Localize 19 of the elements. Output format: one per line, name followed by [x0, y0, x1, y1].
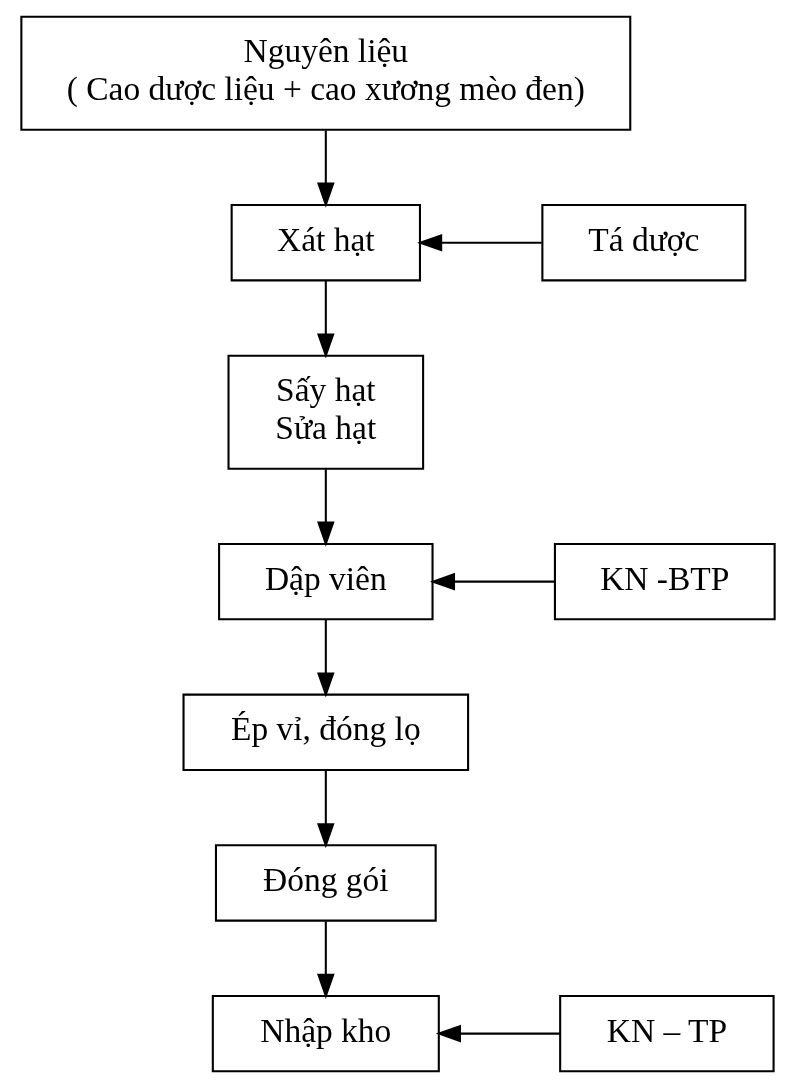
arrow — [429, 572, 554, 591]
arrow — [316, 469, 335, 547]
node-box: KN – TP — [558, 994, 775, 1073]
node-box: Đóng gói — [214, 844, 437, 922]
node-box: Xát hạt — [230, 204, 421, 282]
arrow — [316, 130, 335, 208]
node-box: KN -BTP — [553, 542, 776, 621]
arrow — [316, 280, 335, 359]
arrow — [416, 233, 542, 252]
node-box: Nhập kho — [211, 994, 440, 1073]
node-box: Dập viên — [217, 542, 434, 621]
arrow — [316, 921, 335, 999]
arrow — [435, 1024, 560, 1043]
arrow — [316, 770, 335, 849]
arrow — [316, 619, 335, 698]
node-box: Ép vỉ, đóng lọ — [182, 693, 469, 772]
node-box: Nguyên liệu ( Cao dược liệu + cao xương mèo đen) — [19, 15, 631, 131]
node-box: Sấy hạt Sửa hạt — [226, 354, 424, 470]
node-box: Tá dược — [540, 204, 746, 282]
